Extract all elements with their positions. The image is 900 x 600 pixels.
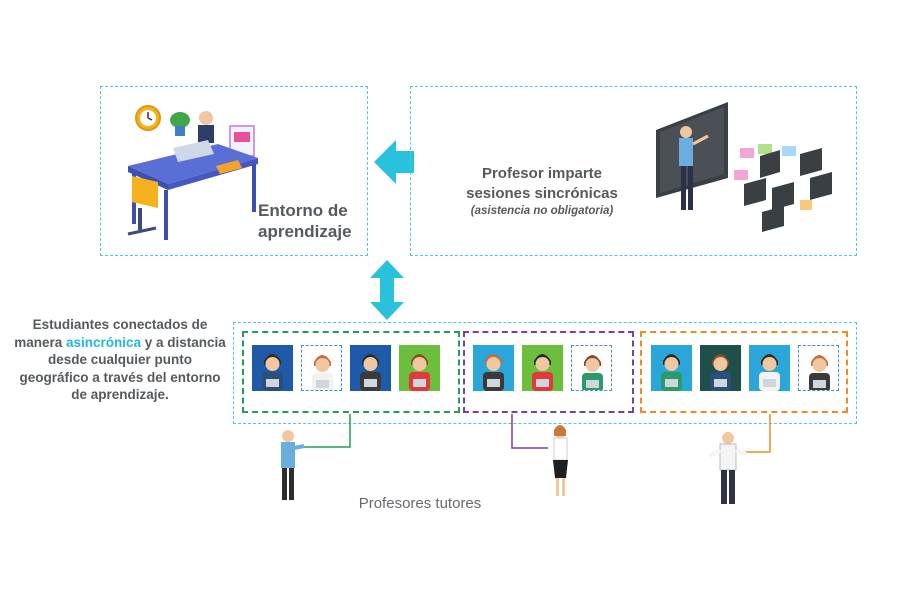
group-orange-box [640,331,848,413]
student-avatar-icon [759,354,780,391]
student-avatar-icon [262,354,283,391]
tutor-2-figure [553,425,568,496]
student-card [399,345,440,391]
students-description: Estudiantes conectados de manera asincró… [14,316,226,404]
students-outer-box [233,322,857,424]
student-avatar-icon [483,354,504,391]
student-avatar-icon [360,354,381,391]
student-card [350,345,391,391]
left-arrow-icon [374,140,414,184]
profesor-subtitle: (asistencia no obligatoria) [470,205,614,217]
profesor-line2: sesiones sincrónicas [466,185,618,202]
entorno-line2: aprendizaje [258,222,352,241]
learning-environment-label: Entorno de aprendizaje [258,200,368,242]
student-card [749,345,790,391]
synchronous-teacher-label: Profesor imparte sesiones sincrónicas (a… [452,164,632,219]
student-card [522,345,563,391]
group-green-box [242,331,460,413]
desk-illustration [127,105,258,240]
student-avatar-icon [809,355,830,390]
student-avatar-icon [532,354,553,391]
bidirectional-arrow-icon [370,260,404,320]
student-avatar-icon [582,355,603,390]
teacher-board-illustration [656,102,832,232]
student-card [473,345,514,391]
student-card [798,345,839,391]
student-card [301,345,342,391]
student-card [700,345,741,391]
synchronous-teacher-box [410,86,857,256]
students-text-highlight: asincrónica [65,334,142,350]
student-card [252,345,293,391]
students-text-post: y a distancia desde cualquier punto geog… [19,334,226,403]
entorno-line1: Entorno de [258,201,348,220]
tutor-1-figure [281,430,305,500]
student-avatar-icon [710,354,731,391]
student-avatar-icon [312,355,333,390]
student-card [571,345,612,391]
group-purple-box [463,331,634,413]
learning-environment-box [100,86,368,256]
student-card [651,345,692,391]
student-avatar-icon [661,354,682,391]
profesor-line1: Profesor imparte [481,165,603,182]
tutors-label: Profesores tutores [358,495,482,512]
tutor-3-figure [708,432,747,504]
students-text-pre: Estudiantes conectados de manera [14,317,208,350]
student-avatar-icon [409,354,430,391]
